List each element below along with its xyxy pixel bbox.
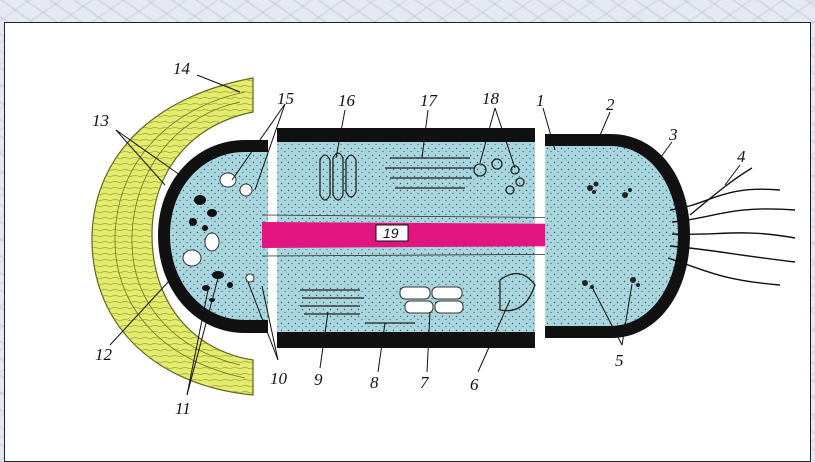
cell-section-right (545, 134, 795, 338)
label-9: 9 (314, 370, 323, 389)
label-15: 15 (277, 89, 294, 108)
label-19-badge: 19 (376, 225, 408, 241)
label-1: 1 (536, 91, 545, 110)
label-19: 19 (383, 225, 399, 241)
label-12: 12 (95, 345, 113, 364)
label-18: 18 (482, 89, 500, 108)
label-3: 3 (668, 125, 678, 144)
label-2: 2 (606, 95, 615, 114)
label-8: 8 (370, 373, 379, 392)
label-7: 7 (420, 373, 430, 392)
label-4: 4 (737, 147, 746, 166)
label-5: 5 (615, 351, 624, 370)
label-17: 17 (420, 91, 439, 110)
label-11: 11 (175, 399, 191, 418)
label-10: 10 (270, 369, 288, 388)
cell-section-left (158, 140, 268, 333)
label-13: 13 (92, 111, 109, 130)
label-6: 6 (470, 375, 479, 394)
label-14: 14 (173, 59, 191, 78)
label-16: 16 (338, 91, 356, 110)
